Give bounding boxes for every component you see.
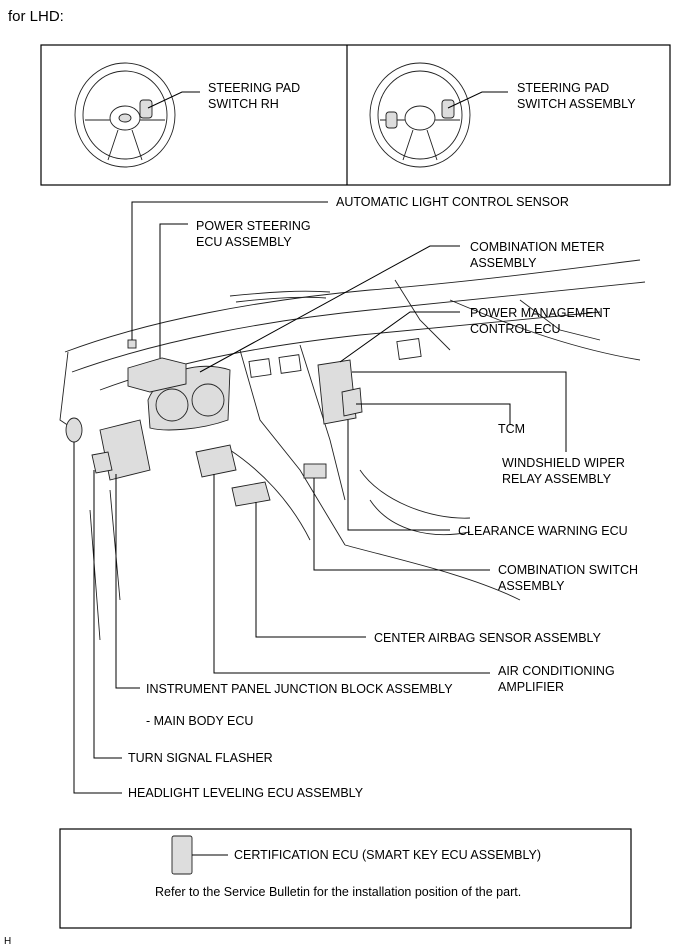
label-combination-meter-1: COMBINATION METER: [470, 240, 605, 254]
figure-marker: H: [4, 936, 12, 947]
service-bulletin-note: Refer to the Service Bulletin for the in…: [155, 885, 522, 899]
label-main-body-ecu: - MAIN BODY ECU: [146, 714, 254, 728]
dashboard-illustration: [59, 259, 646, 641]
label-turn-signal-flasher: TURN SIGNAL FLASHER: [128, 751, 273, 765]
label-combination-meter-2: ASSEMBLY: [470, 256, 537, 270]
label-combination-switch-2: ASSEMBLY: [498, 579, 565, 593]
label-center-airbag-sensor: CENTER AIRBAG SENSOR ASSEMBLY: [374, 631, 601, 645]
label-clearance-warning-ecu: CLEARANCE WARNING ECU: [458, 524, 628, 538]
label-steering-pad-rh-1: STEERING PAD: [208, 81, 301, 95]
callout-leaders: [73, 201, 567, 794]
diagram-title: for LHD:: [8, 8, 64, 25]
bottom-panel-frame: [59, 828, 632, 929]
label-power-steering-ecu-2: ECU ASSEMBLY: [196, 235, 292, 249]
label-tcm: TCM: [498, 422, 526, 436]
top-panel-frame: [40, 44, 671, 186]
label-steering-pad-rh-2: SWITCH RH: [208, 97, 279, 111]
label-power-management-2: CONTROL ECU: [470, 322, 561, 336]
label-air-conditioning-2: AMPLIFIER: [498, 680, 564, 694]
label-steering-pad-assembly-2: SWITCH ASSEMBLY: [517, 97, 636, 111]
label-certification-ecu: CERTIFICATION ECU (SMART KEY ECU ASSEMBL…: [234, 848, 542, 862]
label-automatic-light-control-sensor: AUTOMATIC LIGHT CONTROL SENSOR: [336, 195, 569, 209]
label-power-steering-ecu-1: POWER STEERING: [196, 219, 311, 233]
label-instrument-panel-junction-block: INSTRUMENT PANEL JUNCTION BLOCK ASSEMBLY: [146, 682, 453, 696]
label-power-management-1: POWER MANAGEMENT: [470, 306, 611, 320]
label-headlight-leveling-ecu: HEADLIGHT LEVELING ECU ASSEMBLY: [128, 786, 364, 800]
label-windshield-wiper-1: WINDSHIELD WIPER: [502, 456, 625, 470]
leader-steering-pad-assembly: [447, 91, 508, 109]
steering-wheel-right: [369, 62, 471, 168]
steering-wheel-left: [74, 62, 176, 168]
leader-steering-pad-rh: [147, 91, 200, 109]
label-steering-pad-assembly-1: STEERING PAD: [517, 81, 610, 95]
label-combination-switch-1: COMBINATION SWITCH: [498, 563, 639, 577]
label-air-conditioning-1: AIR CONDITIONING: [498, 664, 615, 678]
label-windshield-wiper-2: RELAY ASSEMBLY: [502, 472, 612, 486]
